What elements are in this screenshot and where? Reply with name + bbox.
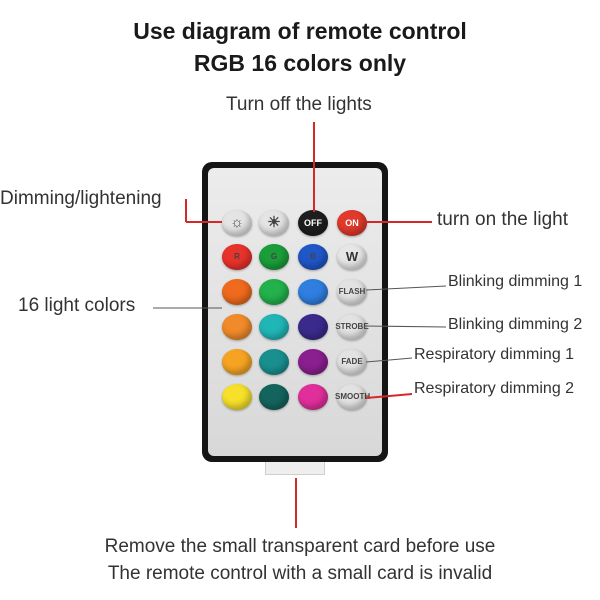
- label-16-colors: 16 light colors: [18, 295, 136, 316]
- color-button-blue-light[interactable]: [298, 279, 328, 305]
- fade-button-label: FADE: [341, 357, 363, 366]
- diagram-title-line1: Use diagram of remote control: [133, 18, 467, 44]
- label-dimming: Dimming/lightening: [0, 188, 162, 209]
- label-turn-on: turn on the light: [437, 209, 568, 230]
- label-blinking-dimming-1: Blinking dimming 1: [448, 273, 583, 290]
- color-button-indigo[interactable]: [298, 314, 328, 340]
- red-button-label: R: [234, 252, 240, 261]
- off-button[interactable]: [298, 210, 328, 236]
- color-button-dark-orange[interactable]: [222, 314, 252, 340]
- off-button-label: OFF: [304, 218, 322, 228]
- label-respiratory-dimming-1: Respiratory dimming 1: [414, 346, 575, 363]
- color-button-yellow[interactable]: [222, 384, 252, 410]
- color-button-green[interactable]: [259, 244, 289, 270]
- color-button-white[interactable]: [337, 244, 367, 270]
- on-button[interactable]: [337, 210, 367, 236]
- color-button-orange[interactable]: [222, 279, 252, 305]
- diagram-title-line2: RGB 16 colors only: [193, 50, 407, 76]
- bottom-note-line2: The remote control with a small card is …: [107, 563, 493, 584]
- color-button-teal[interactable]: [259, 349, 289, 375]
- color-button-blue[interactable]: [298, 244, 328, 270]
- brightness-up-button[interactable]: [259, 210, 289, 236]
- green-button-label: G: [270, 252, 278, 261]
- on-button-label: ON: [345, 218, 359, 228]
- color-button-dark-teal[interactable]: [259, 384, 289, 410]
- label-turn-off: Turn off the lights: [226, 94, 372, 115]
- label-blinking-dimming-2: Blinking dimming 2: [448, 316, 583, 333]
- strobe-button-label: STROBE: [335, 322, 369, 331]
- fade-button[interactable]: [337, 349, 367, 375]
- bottom-note-line1: Remove the small transparent card before…: [104, 536, 496, 557]
- color-button-red[interactable]: [222, 244, 252, 270]
- blue-button-label: B: [310, 252, 316, 261]
- sun-dim-icon: ☼: [230, 214, 244, 231]
- smooth-button-label: SMOOTH: [335, 392, 371, 401]
- color-button-amber[interactable]: [222, 349, 252, 375]
- smooth-button[interactable]: [337, 384, 367, 410]
- label-respiratory-dimming-2: Respiratory dimming 2: [414, 380, 575, 397]
- white-button-label: W: [345, 249, 359, 264]
- color-button-cyan[interactable]: [259, 314, 289, 340]
- color-button-magenta[interactable]: [298, 384, 328, 410]
- sun-bright-icon: ☀: [267, 214, 281, 231]
- flash-button-label: FLASH: [338, 287, 366, 296]
- brightness-down-button[interactable]: [222, 210, 252, 236]
- transparent-card-tab: [265, 462, 325, 475]
- strobe-button[interactable]: [337, 314, 367, 340]
- flash-button[interactable]: [337, 279, 367, 305]
- color-button-purple[interactable]: [298, 349, 328, 375]
- color-button-green-light[interactable]: [259, 279, 289, 305]
